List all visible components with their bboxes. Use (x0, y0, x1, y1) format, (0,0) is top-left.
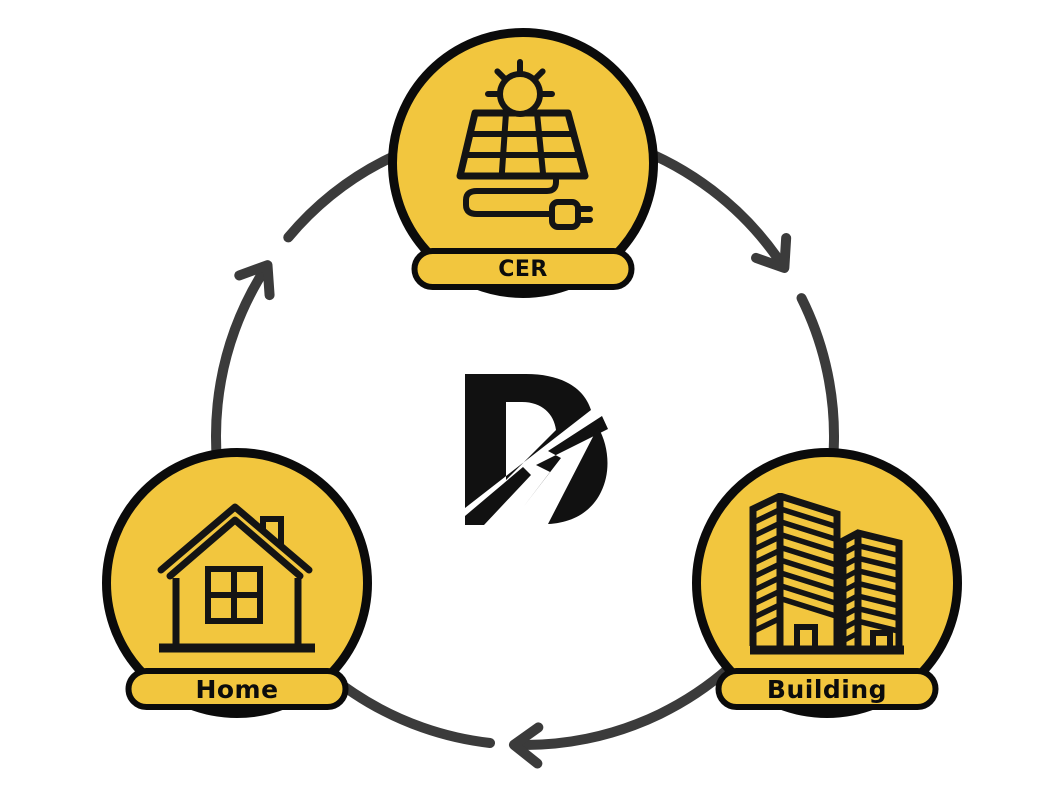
logo-speed-leg (465, 467, 531, 525)
lightning-bolt-icon (524, 416, 608, 506)
solar-panel-plug-icon (456, 58, 593, 230)
node-cer-pill: CER (411, 248, 635, 290)
door-right (870, 629, 893, 646)
node-cer-label: CER (498, 256, 548, 282)
node-building-pill: Building (715, 668, 939, 710)
node-building: Building (692, 448, 962, 748)
chimney (260, 515, 284, 547)
office-buildings-icon (749, 492, 904, 654)
flow-arrow-segment (234, 260, 275, 301)
node-home-label: Home (195, 674, 279, 704)
node-home-pill: Home (125, 668, 349, 710)
power-cable (463, 172, 559, 217)
logo-letter-d (465, 374, 591, 508)
flow-arrow-segment (283, 146, 410, 243)
house-icon (157, 503, 315, 652)
node-home: Home (102, 448, 372, 748)
brand-logo-d-bolt (465, 374, 608, 525)
logo-d-crescent (548, 427, 608, 524)
node-cer: CER (388, 28, 658, 328)
flow-arrow-segment (508, 722, 544, 769)
flow-arrow-segment (751, 233, 792, 273)
node-building-label: Building (766, 674, 888, 704)
door-left (794, 623, 818, 646)
plug-icon (549, 198, 581, 230)
